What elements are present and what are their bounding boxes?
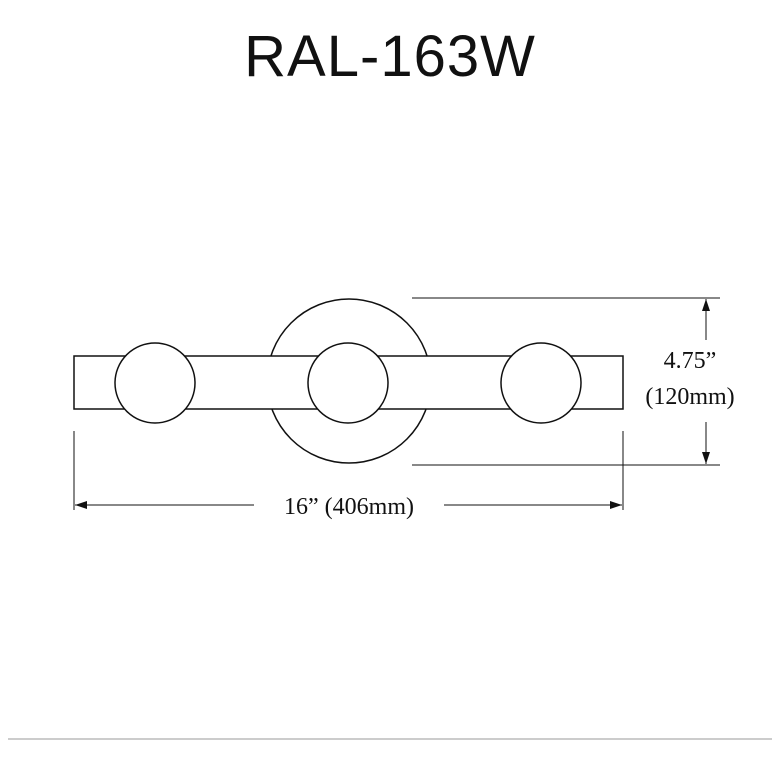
height-mm-label: (120mm) [645, 384, 734, 410]
globe-left [114, 342, 196, 424]
globe-right [500, 342, 582, 424]
globe-center [307, 342, 389, 424]
width-label: 16” (406mm) [284, 494, 414, 520]
product-model-title: RAL-163W [244, 24, 536, 89]
height-inches-label: 4.75” [664, 348, 717, 374]
